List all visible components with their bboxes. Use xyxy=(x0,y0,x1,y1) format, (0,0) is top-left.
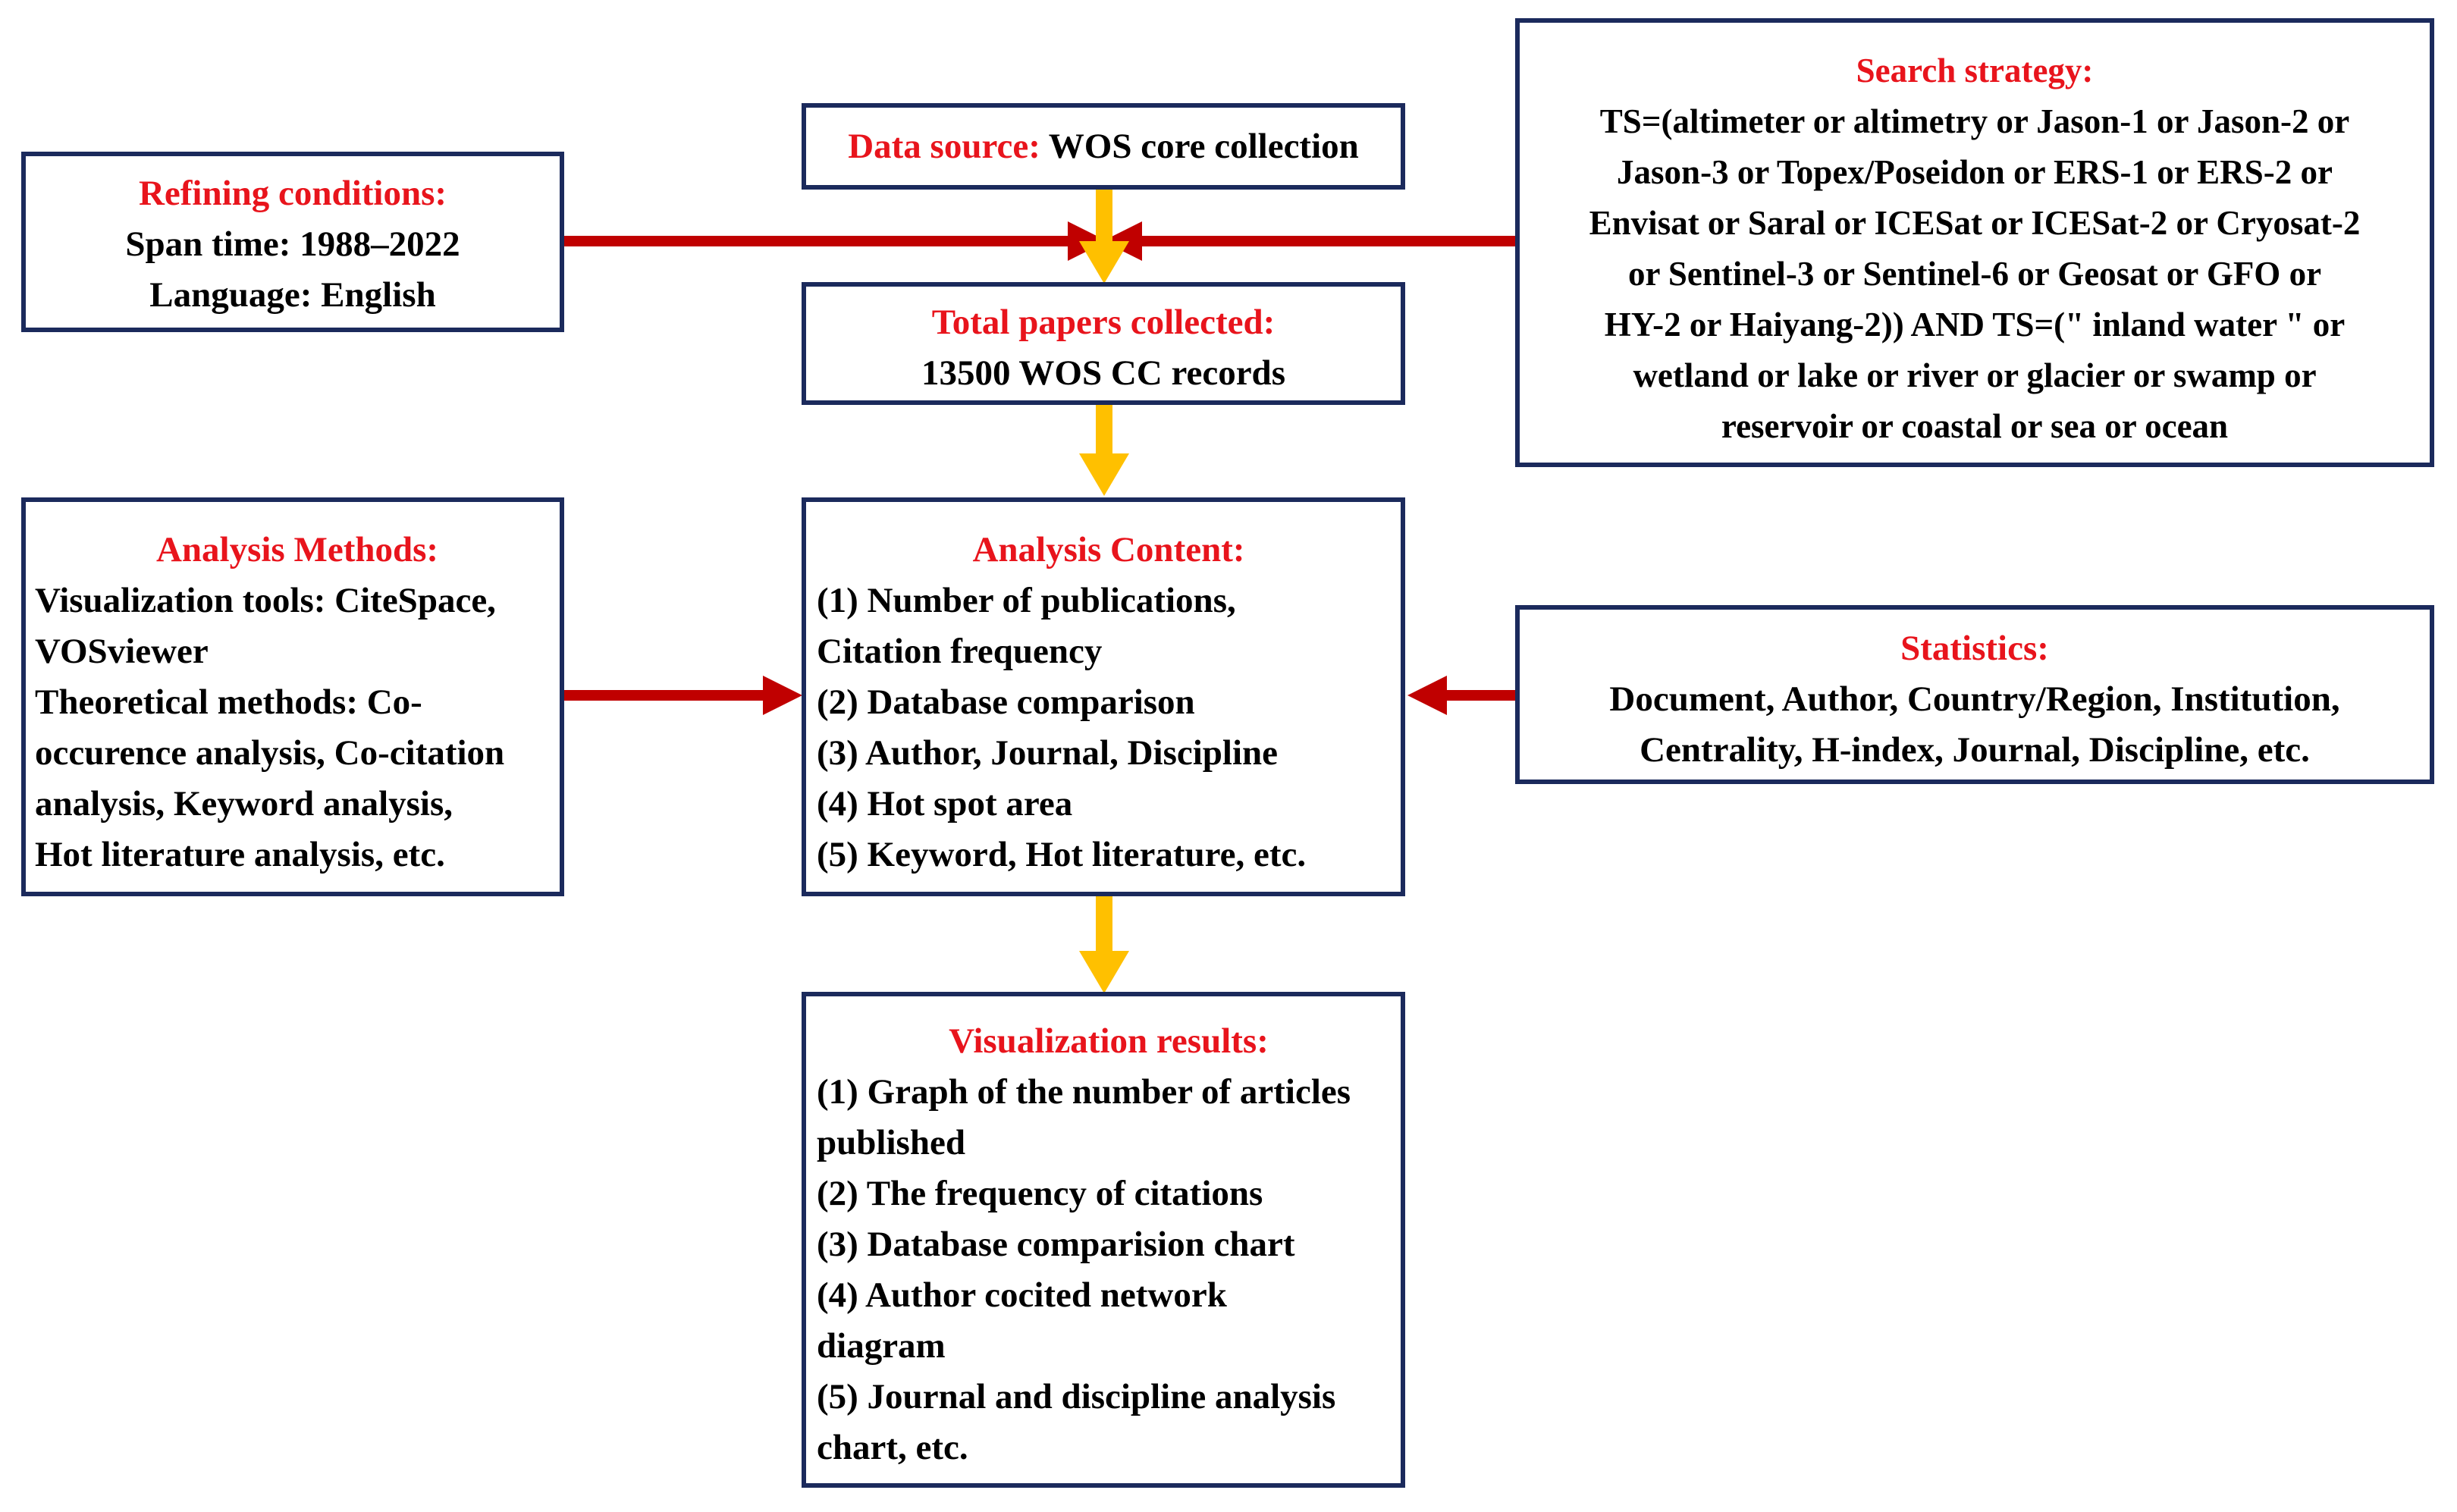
data-source-box: Data source: WOS core collection xyxy=(802,103,1405,190)
data-source-value: WOS core collection xyxy=(1048,127,1359,166)
search-line: wetland or lake or river or glacier or s… xyxy=(1633,356,2317,394)
content-line: (5) Keyword, Hot literature, etc. xyxy=(817,835,1307,874)
search-line: Envisat or Saral or ICESat or ICESat-2 o… xyxy=(1589,204,2361,242)
arrow-total-to-content xyxy=(1096,404,1112,457)
methods-line: Theoretical methods: Co- xyxy=(35,682,422,722)
arrow-head-methods xyxy=(763,676,802,715)
content-line: (2) Database comparison xyxy=(817,682,1195,722)
refining-title: Refining conditions: xyxy=(138,174,447,213)
results-line: (1) Graph of the number of articles xyxy=(817,1072,1351,1112)
arrow-head-statistics xyxy=(1407,676,1447,715)
statistics-title: Statistics: xyxy=(1900,629,2049,668)
arrow-head-total xyxy=(1079,453,1129,496)
analysis-methods-box: Analysis Methods: Visualization tools: C… xyxy=(21,497,564,896)
search-line: reservoir or coastal or sea or ocean xyxy=(1721,407,2229,445)
search-title: Search strategy: xyxy=(1856,52,2094,89)
search-line: HY-2 or Haiyang-2)) AND TS=(" inland wat… xyxy=(1604,306,2346,343)
total-papers-box: Total papers collected: 13500 WOS CC rec… xyxy=(802,282,1405,405)
results-line: diagram xyxy=(817,1326,946,1366)
analysis-content-box: Analysis Content: (1) Number of publicat… xyxy=(802,497,1405,896)
content-line: (1) Number of publications, xyxy=(817,581,1236,620)
content-title: Analysis Content: xyxy=(972,530,1245,569)
results-line: (5) Journal and discipline analysis xyxy=(817,1377,1336,1416)
statistics-line: Centrality, H-index, Journal, Discipline… xyxy=(1640,730,2310,770)
total-title: Total papers collected: xyxy=(931,303,1276,342)
methods-line: Hot literature analysis, etc. xyxy=(35,835,445,874)
search-line: Jason-3 or Topex/Poseidon or ERS-1 or ER… xyxy=(1617,153,2333,191)
search-line: or Sentinel-3 or Sentinel-6 or Geosat or… xyxy=(1627,255,2322,293)
arrow-head-content xyxy=(1079,951,1129,993)
arrow-source-to-total xyxy=(1096,186,1112,246)
methods-line: occurence analysis, Co-citation xyxy=(35,733,505,773)
visualization-results-box: Visualization results: (1) Graph of the … xyxy=(802,992,1405,1488)
content-line: (3) Author, Journal, Discipline xyxy=(817,733,1279,773)
refining-conditions-box: Refining conditions: Span time: 1988–202… xyxy=(21,152,564,332)
statistics-line: Document, Author, Country/Region, Instit… xyxy=(1609,679,2340,719)
content-line: Citation frequency xyxy=(817,632,1103,671)
results-line: (2) The frequency of citations xyxy=(817,1174,1263,1213)
results-line: (4) Author cocited network xyxy=(817,1275,1227,1315)
arrow-head-source xyxy=(1079,241,1129,284)
arrow-head-search xyxy=(1103,221,1142,261)
methods-line: analysis, Keyword analysis, xyxy=(35,784,453,823)
content-line: (4) Hot spot area xyxy=(817,784,1073,823)
refining-line: Language: English xyxy=(149,275,436,315)
methods-line: Visualization tools: CiteSpace, xyxy=(35,581,496,620)
results-title: Visualization results: xyxy=(949,1021,1269,1061)
results-line: published xyxy=(817,1123,965,1162)
results-line: (3) Database comparision chart xyxy=(817,1225,1295,1264)
methods-line: VOSviewer xyxy=(35,632,209,671)
arrow-content-to-results xyxy=(1096,895,1112,955)
methods-title: Analysis Methods: xyxy=(155,530,439,569)
total-records: 13500 WOS CC records xyxy=(921,353,1285,393)
results-line: chart, etc. xyxy=(817,1428,968,1467)
refining-line: Span time: 1988–2022 xyxy=(125,224,460,264)
statistics-box: Statistics: Document, Author, Country/Re… xyxy=(1515,605,2434,784)
search-line: TS=(altimeter or altimetry or Jason-1 or… xyxy=(1599,102,2350,140)
arrow-head-refining xyxy=(1068,221,1107,261)
data-source-label: Data source: xyxy=(848,127,1040,166)
search-strategy-box: Search strategy: TS=(altimeter or altime… xyxy=(1515,18,2434,467)
